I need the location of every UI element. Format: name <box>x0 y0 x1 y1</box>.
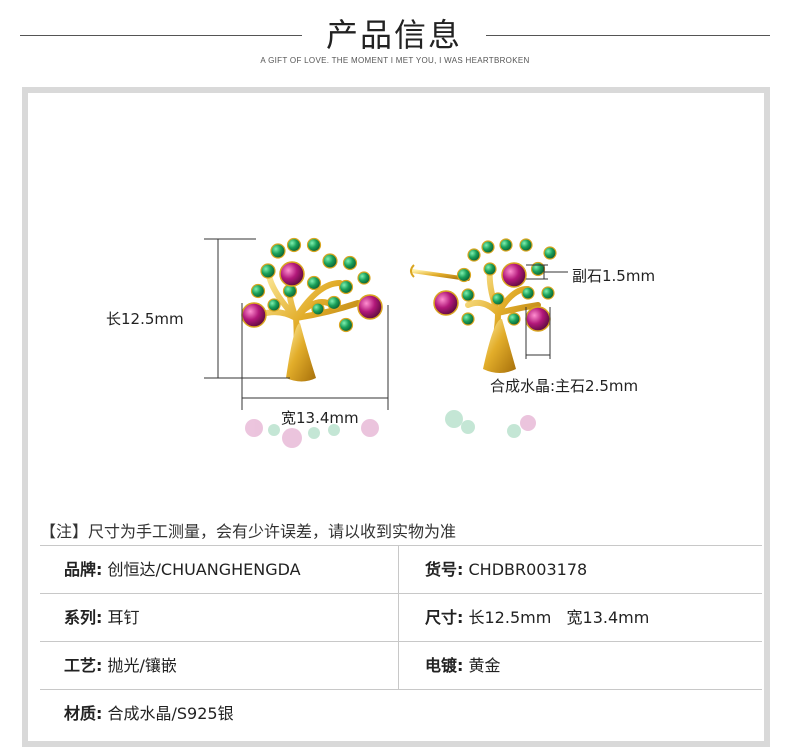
spec-row: 系列: 耳钉 尺寸: 长12.5mm 宽13.4mm <box>40 593 762 642</box>
header-rule-right <box>486 35 770 36</box>
spec-value: 合成水晶/S925银 <box>107 704 234 723</box>
spec-divider <box>398 642 399 690</box>
measurement-note: 【注】尺寸为手工测量，会有少许误差，请以收到实物为准 <box>40 522 457 541</box>
spec-value: 抛光/镶嵌 <box>107 656 177 675</box>
spec-value: 创恒达/CHUANGHENGDA <box>107 560 301 579</box>
spec-cell-left: 工艺: 抛光/镶嵌 <box>64 642 177 690</box>
page-title: 产品信息 <box>325 16 462 54</box>
spec-label: 尺寸: <box>425 608 464 627</box>
spec-cell-right: 货号: CHDBR003178 <box>425 546 587 594</box>
spec-value: CHDBR003178 <box>468 560 588 579</box>
spec-cell-right: 尺寸: 长12.5mm 宽13.4mm <box>425 594 649 642</box>
header-rule-left <box>20 35 302 36</box>
spec-label: 工艺: <box>64 656 103 675</box>
spec-row: 材质: 合成水晶/S925银 <box>40 689 762 737</box>
page-subtitle: A GIFT OF LOVE. THE MOMENT I MET YOU, I … <box>260 56 530 65</box>
product-info-frame: 长12.5mm 宽13.4mm 副石1.5mm 合成水晶:主石2.5mm 【注】… <box>22 87 770 747</box>
spec-divider <box>398 546 399 594</box>
width-label: 宽13.4mm <box>281 409 359 427</box>
spec-row: 品牌: 创恒达/CHUANGHENGDA 货号: CHDBR003178 <box>40 545 762 594</box>
main-stone-label: 合成水晶:主石2.5mm <box>490 377 639 395</box>
spec-table: 品牌: 创恒达/CHUANGHENGDA 货号: CHDBR003178 系列:… <box>40 545 762 737</box>
page-header: 产品信息 A GIFT OF LOVE. THE MOMENT I MET YO… <box>0 0 790 80</box>
spec-cell-left: 品牌: 创恒达/CHUANGHENGDA <box>64 546 301 594</box>
spec-label: 货号: <box>425 560 464 579</box>
spec-label: 品牌: <box>64 560 103 579</box>
spec-cell-left: 材质: 合成水晶/S925银 <box>64 690 234 738</box>
spec-row: 工艺: 抛光/镶嵌 电镀: 黄金 <box>40 641 762 690</box>
left-earring <box>241 237 383 448</box>
spec-cell-left: 系列: 耳钉 <box>64 594 140 642</box>
spec-label: 材质: <box>64 704 103 723</box>
dimension-lines <box>204 238 568 410</box>
side-stone-label: 副石1.5mm <box>572 267 656 285</box>
earring-illustration <box>204 237 568 448</box>
spec-divider <box>398 594 399 642</box>
length-label: 长12.5mm <box>106 310 184 328</box>
right-earring <box>410 238 557 438</box>
spec-cell-right: 电镀: 黄金 <box>425 642 501 690</box>
spec-value: 耳钉 <box>107 608 140 627</box>
spec-label: 系列: <box>64 608 103 627</box>
product-image-area: 长12.5mm 宽13.4mm 副石1.5mm 合成水晶:主石2.5mm <box>28 93 764 503</box>
spec-value: 黄金 <box>468 656 501 675</box>
spec-value: 长12.5mm 宽13.4mm <box>468 608 650 627</box>
spec-label: 电镀: <box>425 656 464 675</box>
